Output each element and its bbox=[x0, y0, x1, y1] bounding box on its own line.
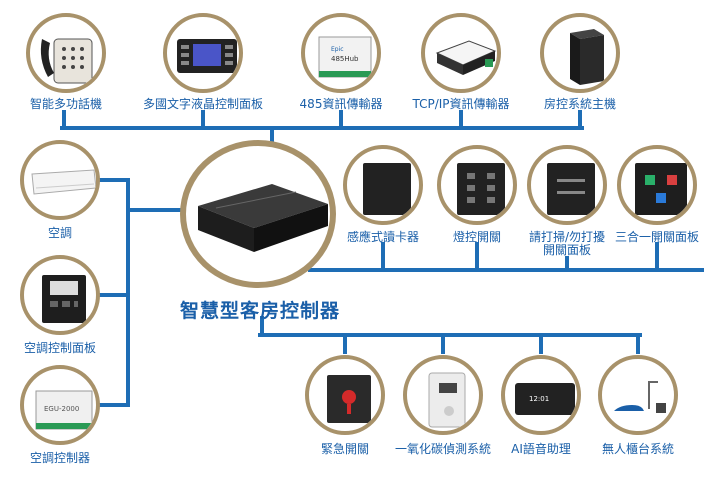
ai-screen-time: 12:01 bbox=[529, 395, 549, 403]
light-switch-circle bbox=[437, 145, 517, 225]
relay-485-circle: Epic 485Hub bbox=[301, 13, 381, 93]
room-controller-circle bbox=[180, 140, 336, 288]
relay-485-icon: Epic 485Hub bbox=[318, 36, 372, 78]
co-detector-icon bbox=[428, 372, 466, 428]
dnd-panel-circle bbox=[527, 145, 607, 225]
label-ac-panel: 空調控制面板 bbox=[23, 341, 97, 355]
light-switch-icon bbox=[457, 163, 505, 215]
ai-assistant-icon: 12:01 bbox=[515, 383, 575, 415]
label-phone: 智能多功話機 bbox=[29, 97, 103, 111]
label-host: 房控系統主機 bbox=[543, 97, 617, 111]
ac-panel-circle bbox=[20, 255, 100, 335]
kiosk-circle bbox=[598, 355, 678, 435]
label-ai-assistant: AI語音助理 bbox=[511, 442, 571, 456]
card-reader-icon bbox=[363, 163, 411, 215]
label-ac-controller: 空調控制器 bbox=[29, 451, 91, 465]
label-emergency: 緊急開關 bbox=[320, 442, 370, 456]
ac-controller-icon: EGU-2000 bbox=[35, 390, 93, 430]
three-in-one-panel-icon bbox=[635, 163, 687, 215]
unmanned-counter-icon bbox=[614, 381, 666, 413]
ac-controller-model: EGU-2000 bbox=[44, 405, 79, 413]
do-not-disturb-panel-icon bbox=[547, 163, 595, 215]
ai-assistant-circle: 12:01 bbox=[501, 355, 581, 435]
server-tower-icon bbox=[570, 29, 604, 85]
tcpip-converter-icon bbox=[435, 40, 497, 75]
label-tcpip: TCP/IP資訊傳輸器 bbox=[412, 97, 510, 111]
ac-panel-icon bbox=[42, 275, 86, 323]
label-card-reader: 感應式讀卡器 bbox=[346, 230, 420, 244]
emergency-button-icon bbox=[327, 375, 371, 423]
label-lcd-panel: 多國文字液晶控制面板 bbox=[142, 97, 264, 111]
telephone-icon bbox=[40, 38, 93, 84]
lcd-panel-icon bbox=[177, 39, 237, 73]
label-co-detector: 一氧化碳偵測系統 bbox=[394, 442, 492, 456]
ac-circle bbox=[20, 140, 100, 220]
label-three-in-one: 三合一開關面板 bbox=[614, 230, 700, 244]
air-conditioner-icon bbox=[31, 169, 96, 195]
three-in-one-circle bbox=[617, 145, 697, 225]
label-dnd-2: 開關面板 bbox=[542, 243, 592, 257]
relay-brand-text: Epic bbox=[331, 46, 344, 53]
tcpip-circle bbox=[421, 13, 501, 93]
label-dnd: 請打掃/勿打擾 bbox=[528, 230, 606, 244]
card-reader-circle bbox=[343, 145, 423, 225]
label-ac: 空調 bbox=[47, 226, 73, 240]
label-kiosk: 無人櫃台系統 bbox=[601, 442, 675, 456]
relay-model-text: 485Hub bbox=[331, 55, 359, 63]
label-light-switch: 燈控開關 bbox=[452, 230, 502, 244]
diagram-title: 智慧型客房控制器 bbox=[180, 300, 341, 322]
label-485: 485資訊傳輸器 bbox=[299, 97, 383, 111]
host-circle bbox=[540, 13, 620, 93]
phone-circle bbox=[26, 13, 106, 93]
ac-controller-circle: EGU-2000 bbox=[20, 365, 100, 445]
lcd-panel-circle bbox=[163, 13, 243, 93]
emergency-circle bbox=[305, 355, 385, 435]
controller-box-icon bbox=[198, 184, 328, 252]
co-detector-circle bbox=[403, 355, 483, 435]
